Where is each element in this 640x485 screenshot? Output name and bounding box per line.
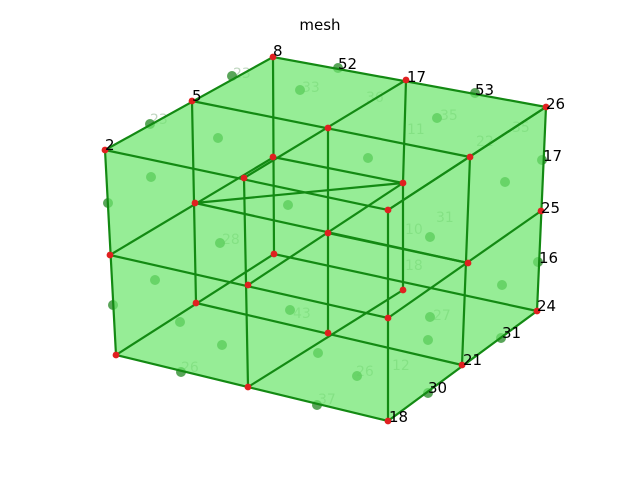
mesh-node — [399, 286, 407, 294]
node-label: 5 — [192, 87, 202, 105]
mesh-node — [464, 259, 472, 267]
inner-horizontal — [272, 252, 539, 313]
node-label: 16 — [539, 249, 558, 267]
mesh-node — [324, 124, 332, 132]
node-label: 21 — [463, 351, 482, 369]
figure-title: mesh — [299, 16, 340, 34]
mesh-node — [466, 153, 474, 161]
node-label: 26 — [546, 95, 565, 113]
node-label: 30 — [428, 379, 447, 397]
node-label: 25 — [541, 199, 560, 217]
node-label: 8 — [273, 42, 283, 60]
node-label: 18 — [389, 408, 408, 426]
mesh-node — [244, 383, 252, 391]
node-label: 17 — [543, 147, 562, 165]
mesh-node — [270, 250, 278, 258]
mesh-node — [192, 299, 200, 307]
mesh-nodes — [101, 53, 550, 425]
inner-horizontal — [326, 231, 470, 265]
mesh-node — [101, 146, 109, 154]
mesh-node — [112, 351, 120, 359]
node-label: 31 — [502, 324, 521, 342]
node-label: 53 — [475, 81, 494, 99]
mesh-node — [384, 206, 392, 214]
node-label: 17 — [407, 68, 426, 86]
mesh-node — [269, 53, 277, 61]
node-label: 2 — [105, 136, 115, 154]
mesh-node — [399, 179, 407, 187]
mesh-node — [188, 97, 196, 105]
mesh-node — [244, 281, 252, 289]
mesh-node — [106, 251, 114, 259]
mesh-node — [324, 329, 332, 337]
top-face — [105, 57, 546, 210]
mesh-node — [384, 314, 392, 322]
inner-diagonal — [108, 155, 276, 257]
mesh-node — [458, 361, 466, 369]
inner-diagonal — [246, 288, 405, 389]
mesh-node — [533, 307, 541, 315]
inner-horizontal — [271, 155, 405, 185]
mesh-node — [240, 174, 248, 182]
inner-vertical — [401, 78, 408, 185]
node-label: 52 — [338, 55, 357, 73]
mesh-node — [402, 76, 410, 84]
mesh-node — [324, 229, 332, 237]
right-grid-horizontal — [386, 209, 543, 320]
inner-diagonal — [193, 181, 405, 205]
node-label: 24 — [537, 297, 556, 315]
mesh-node — [384, 417, 392, 425]
mesh-node — [269, 153, 277, 161]
mesh-node — [537, 207, 545, 215]
mesh-node — [191, 199, 199, 207]
mesh-node — [542, 103, 550, 111]
mesh-node-labels: 2 5 8 52 17 53 26 17 25 16 24 31 21 30 1… — [105, 42, 565, 426]
